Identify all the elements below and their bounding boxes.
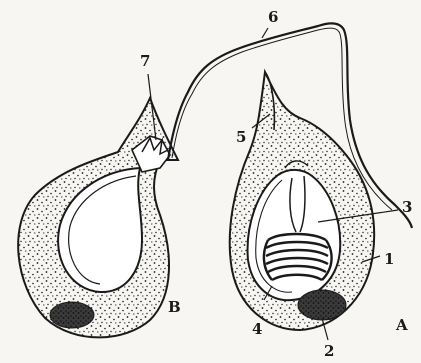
cell-b-nucleus bbox=[50, 302, 94, 328]
label-4: 4 bbox=[252, 320, 262, 338]
label-cell-a: A bbox=[395, 316, 408, 334]
label-7: 7 bbox=[140, 52, 150, 70]
leader-6 bbox=[262, 28, 268, 38]
label-1: 1 bbox=[384, 250, 394, 268]
label-2: 2 bbox=[324, 342, 334, 360]
cell-a bbox=[230, 72, 374, 330]
cell-b bbox=[18, 98, 178, 337]
label-3: 3 bbox=[402, 198, 412, 216]
label-6: 6 bbox=[268, 8, 278, 26]
cell-a-nucleus bbox=[298, 290, 346, 320]
label-cell-b: B bbox=[168, 298, 181, 316]
label-5: 5 bbox=[236, 128, 246, 146]
